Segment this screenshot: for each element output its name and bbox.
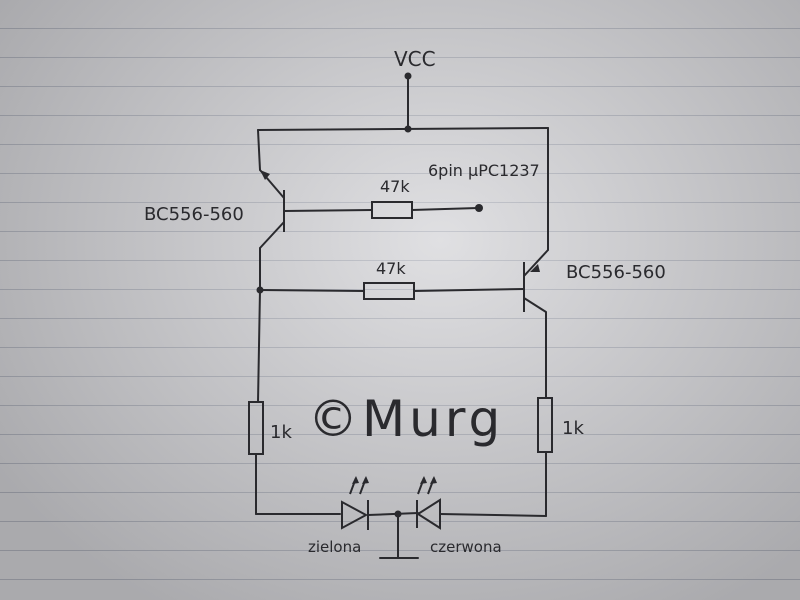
transistor-q1-label: BC556-560 <box>144 204 244 225</box>
wire-mid-right <box>413 288 525 292</box>
led-green-symbol <box>341 476 369 530</box>
top-rail-wire <box>257 127 549 131</box>
led-red-label: czerwona <box>430 538 502 556</box>
vcc-label: VCC <box>394 47 436 71</box>
resistor-47k-mid <box>363 282 415 300</box>
transistor-q2-label: BC556-560 <box>566 262 666 283</box>
wire-q1-base <box>283 209 373 212</box>
resistor-47k-top <box>371 201 413 219</box>
transistor-q2-symbol <box>523 249 549 313</box>
led-red-symbol <box>416 476 441 530</box>
wire-left-top <box>257 129 261 171</box>
wire-bottom-right <box>439 513 547 517</box>
resistor-1k-left <box>248 401 264 455</box>
resistor-47k-mid-label: 47k <box>376 259 406 278</box>
vcc-terminal <box>404 72 412 133</box>
led-green-label: zielona <box>308 538 361 556</box>
resistor-47k-top-label: 47k <box>380 177 410 196</box>
transistor-q1-symbol <box>259 169 285 249</box>
pin-note-label: 6pin µPC1237 <box>428 161 540 180</box>
resistor-1k-right-label: 1k <box>562 418 584 439</box>
watermark-text: ©Murg <box>308 390 504 448</box>
resistor-1k-right <box>537 397 553 453</box>
wire-to-pin <box>411 207 479 211</box>
wire-left-mid <box>257 289 261 403</box>
resistor-1k-left-label: 1k <box>270 422 292 443</box>
ground-symbol <box>379 513 419 559</box>
wire-mid-left <box>259 289 365 292</box>
wire-led-center <box>367 512 419 516</box>
pin-terminal <box>475 204 483 212</box>
